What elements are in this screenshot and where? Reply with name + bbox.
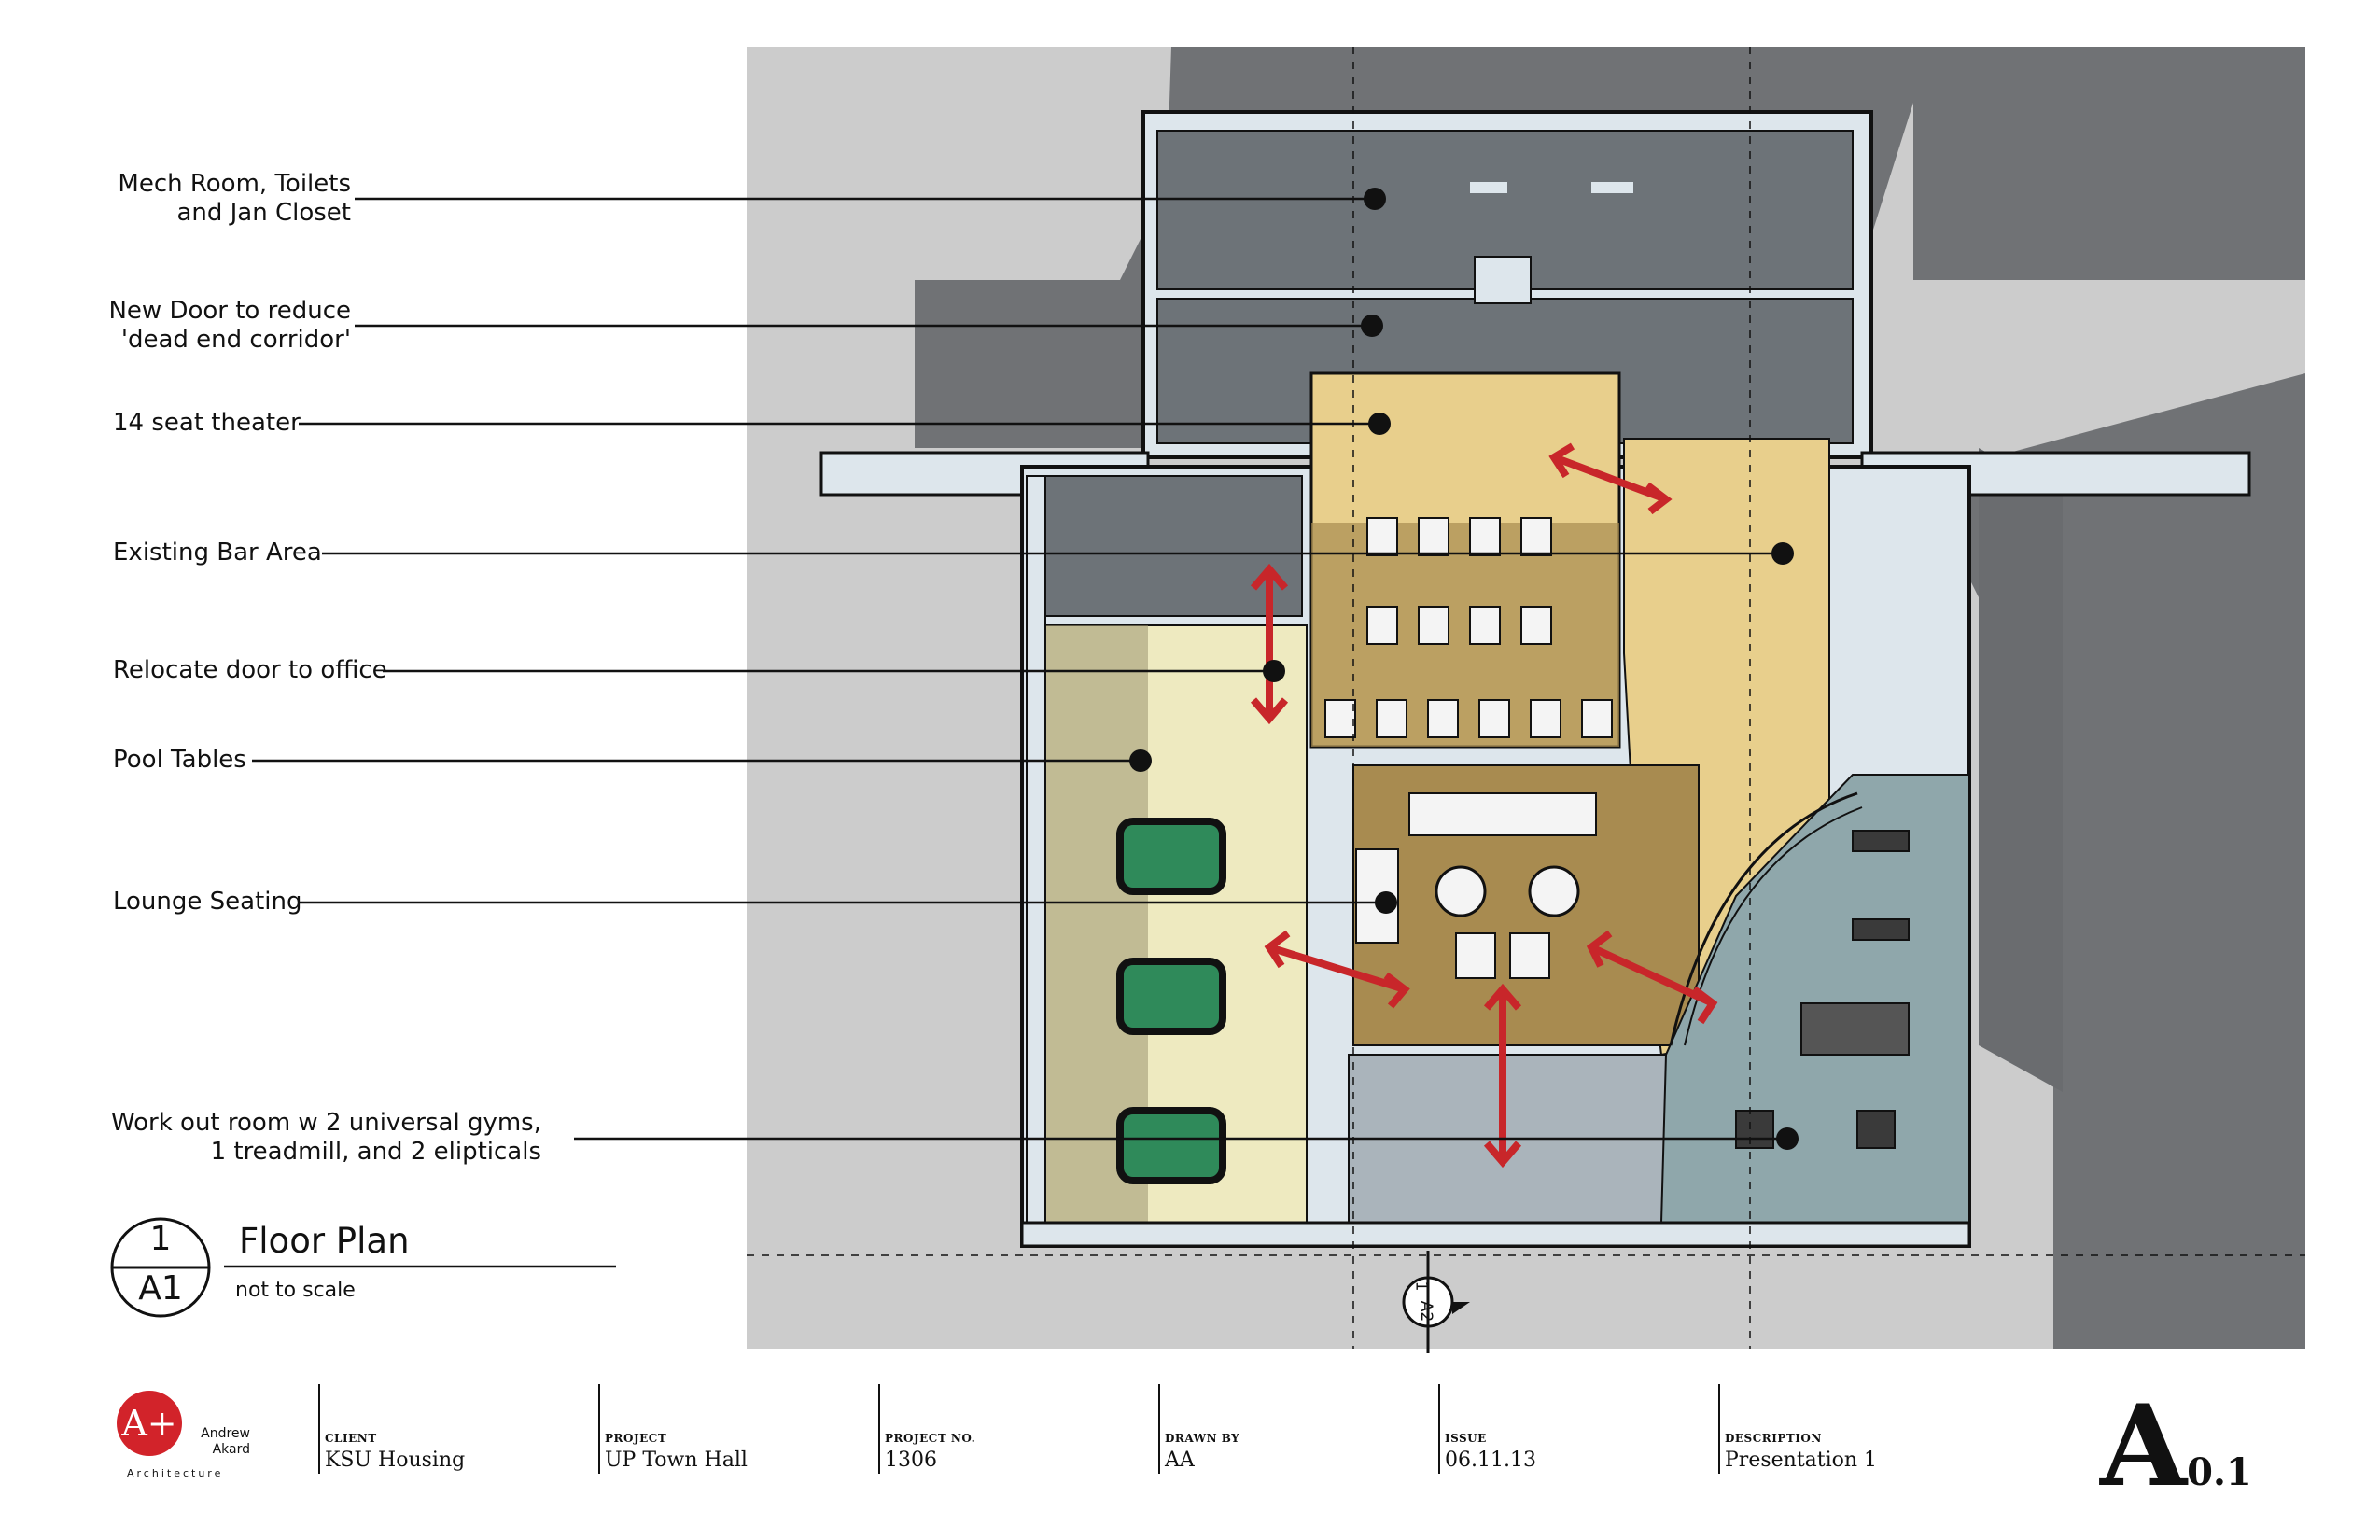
tb-divider-4: [1158, 1384, 1160, 1474]
sheet-number: A0.1: [2100, 1391, 2252, 1503]
tb-divider-1: [318, 1384, 320, 1474]
callout-bar: Existing Bar Area: [113, 539, 322, 567]
callout-door-line2: 'dead end corridor': [120, 326, 351, 354]
callout-workout-line1: Work out room w 2 universal gyms,: [110, 1109, 541, 1137]
tb-issue: ISSUE 06.11.13: [1445, 1391, 1536, 1472]
tb-project-no: PROJECT NO. 1306: [885, 1391, 975, 1472]
callout-workout: Work out room w 2 universal gyms, 1 trea…: [103, 1109, 541, 1167]
callout-mech-line1: Mech Room, Toilets: [118, 170, 351, 198]
tb-project: PROJECT UP Town Hall: [605, 1391, 748, 1472]
tb-divider-6: [1718, 1384, 1720, 1474]
drawing-title: Floor Plan: [239, 1221, 410, 1261]
section-marker-sheet: A2: [1417, 1300, 1436, 1323]
callout-workout-line2: 1 treadmill, and 2 elipticals: [210, 1138, 541, 1166]
tb-issue-key: ISSUE: [1445, 1432, 1487, 1445]
section-marker: [1402, 1251, 1470, 1353]
tb-divider-3: [878, 1384, 880, 1474]
tb-description-value: Presentation 1: [1725, 1449, 1878, 1472]
callout-door-line1: New Door to reduce: [108, 297, 351, 325]
tb-project-value: UP Town Hall: [605, 1449, 748, 1472]
sheet-letter: A: [2100, 1380, 2188, 1512]
drawing-sheet: A1: [138, 1269, 183, 1308]
tb-divider-5: [1438, 1384, 1440, 1474]
tb-client-value: KSU Housing: [325, 1449, 466, 1472]
building-shadow-3: [1979, 448, 2063, 1092]
firm-name-line2: Akard: [212, 1442, 250, 1457]
callout-pool: Pool Tables: [113, 746, 246, 774]
tb-description-key: DESCRIPTION: [1725, 1432, 1822, 1445]
callout-mech-line2: and Jan Closet: [176, 199, 351, 227]
firm-logo: A+: [117, 1391, 182, 1456]
drawing-number: 1: [149, 1220, 172, 1258]
callout-new-door: New Door to reduce 'dead end corridor': [103, 297, 351, 355]
theater-seats: [1324, 517, 1613, 738]
tb-divider-2: [598, 1384, 600, 1474]
firm-name-line1: Andrew: [201, 1426, 250, 1441]
firm-name-line3: Architecture: [127, 1467, 224, 1479]
tb-drawn-by: DRAWN BY AA: [1165, 1391, 1239, 1472]
pool-table-3: [1116, 1107, 1226, 1184]
drawing-scale: not to scale: [235, 1279, 356, 1302]
tb-client-key: CLIENT: [325, 1432, 377, 1445]
callout-lounge: Lounge Seating: [113, 888, 302, 916]
tb-client: CLIENT KSU Housing: [325, 1391, 465, 1472]
tb-project-no-key: PROJECT NO.: [885, 1432, 976, 1445]
sheet-num: 0.1: [2187, 1450, 2252, 1494]
pool-table-2: [1116, 958, 1226, 1035]
tb-project-no-value: 1306: [885, 1449, 937, 1472]
workout-equipment: [1735, 830, 1910, 1149]
tb-issue-value: 06.11.13: [1445, 1449, 1536, 1472]
callout-theater: 14 seat theater: [113, 409, 301, 437]
firm-logo-mark: A+: [121, 1403, 177, 1444]
tb-drawn-by-key: DRAWN BY: [1165, 1432, 1240, 1445]
firm-name: Andrew Akard: [187, 1426, 250, 1458]
tb-project-key: PROJECT: [605, 1432, 667, 1445]
pool-table-1: [1116, 818, 1226, 895]
callout-mech-room: Mech Room, Toilets and Jan Closet: [103, 170, 351, 228]
tb-drawn-by-value: AA: [1165, 1449, 1195, 1472]
section-marker-number: 1: [1411, 1281, 1431, 1292]
callout-office: Relocate door to office: [113, 656, 387, 684]
circulation-arrows: [1250, 442, 1718, 1169]
tb-description: DESCRIPTION Presentation 1: [1725, 1391, 1877, 1472]
